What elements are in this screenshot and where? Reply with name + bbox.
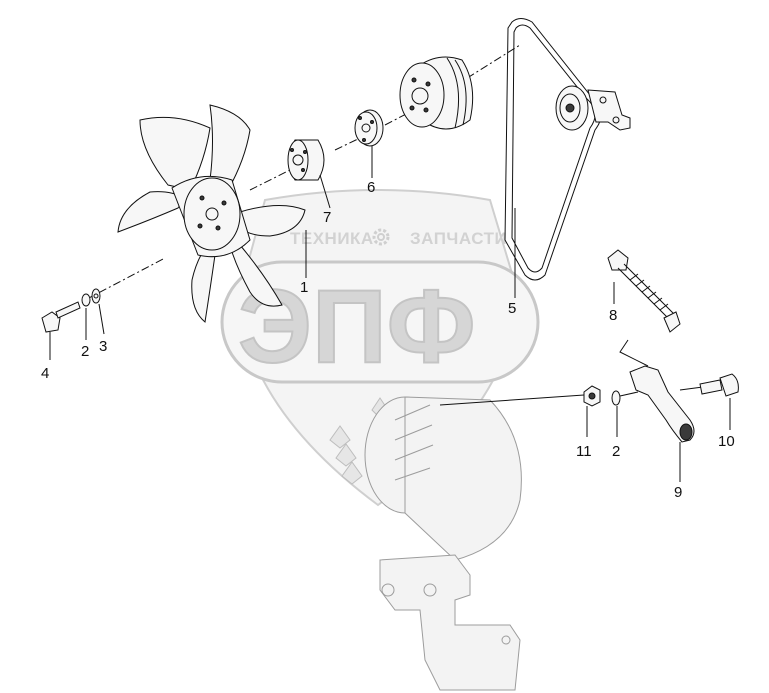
nut-and-washer <box>439 385 639 407</box>
callouts: 1 2 3 4 5 6 7 8 9 10 11 2 <box>41 179 735 501</box>
fan-blade <box>191 247 216 323</box>
callout-2-left: 2 <box>81 343 89 360</box>
callout-6: 6 <box>367 179 375 196</box>
fan-bolt-set <box>41 288 101 333</box>
callout-3: 3 <box>99 338 107 355</box>
callout-4: 4 <box>41 365 49 382</box>
watermark-left-text: ТЕХНИКА <box>290 229 374 248</box>
callout-1: 1 <box>300 279 308 296</box>
axis-line <box>84 44 521 301</box>
adjusting-arm <box>619 339 695 443</box>
pulley <box>399 56 474 130</box>
fan-blade <box>231 244 283 307</box>
watermark-right-text: ЗАПЧАСТИ <box>410 229 507 248</box>
callout-7: 7 <box>323 209 331 226</box>
spacer <box>287 139 325 181</box>
fan-blade <box>239 204 306 237</box>
callout-9: 9 <box>674 484 682 501</box>
watermark: ТЕХНИКА ЗАПЧАСТИ ЭПФ <box>220 189 540 507</box>
callout-8: 8 <box>609 307 617 324</box>
callout-5: 5 <box>508 300 516 317</box>
callout-2-right: 2 <box>612 443 620 460</box>
alternator-housing <box>364 396 522 691</box>
callout-10: 10 <box>718 433 735 450</box>
fan-blade <box>139 116 211 191</box>
bolt-short <box>679 373 739 397</box>
tensioner <box>555 85 631 131</box>
gear-icon <box>372 228 390 246</box>
fan-blade <box>209 104 251 191</box>
callout-11: 11 <box>576 443 592 460</box>
leader-lines <box>49 146 731 482</box>
fan-blade <box>117 191 186 233</box>
plate <box>354 109 384 147</box>
belt <box>504 18 602 281</box>
watermark-plate <box>220 260 540 384</box>
watermark-big-text: ЭПФ <box>238 269 476 385</box>
fan <box>117 104 306 323</box>
bolt-long <box>607 249 681 333</box>
